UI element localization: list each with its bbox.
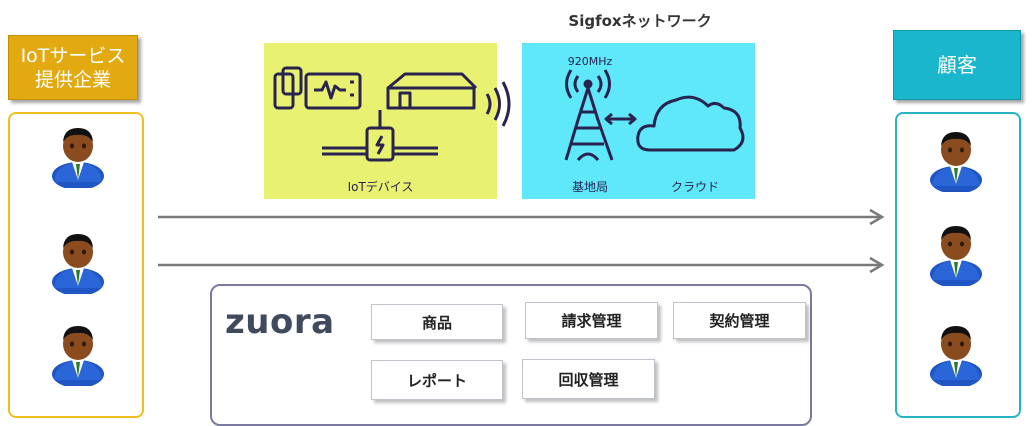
provider-person-icon-1 <box>52 128 104 188</box>
customer-person-icon-2 <box>930 226 982 286</box>
iot-device-panel <box>264 43 497 199</box>
customer-person-icon-3 <box>930 326 982 386</box>
iot-device-label: IoTデバイス <box>347 180 414 194</box>
zuora-logo: zuora <box>225 302 335 342</box>
sigfox-network-title: Sigfoxネットワーク <box>568 12 712 30</box>
module-billing: 請求管理 <box>525 302 658 339</box>
module-product-label: 商品 <box>421 313 452 332</box>
customer-person-icon-1 <box>930 132 982 192</box>
frequency-label: 920MHz <box>567 55 613 68</box>
module-contract: 契約管理 <box>673 302 806 339</box>
customer-header-label: 顧客 <box>937 53 977 77</box>
arrowhead-2 <box>869 256 885 274</box>
customer-header: 顧客 <box>893 30 1021 100</box>
module-product: 商品 <box>371 304 503 340</box>
provider-header: IoTサービス 提供企業 <box>8 35 138 100</box>
module-report: レポート <box>371 360 503 400</box>
provider-person-icon-2 <box>52 234 104 294</box>
module-collection: 回収管理 <box>522 359 655 399</box>
module-billing-label: 請求管理 <box>561 312 622 330</box>
base-station-label: 基地局 <box>571 180 608 194</box>
provider-person-icon-3 <box>52 326 104 386</box>
arrowhead-1 <box>869 208 885 226</box>
module-collection-label: 回収管理 <box>558 370 619 389</box>
cloud-label: クラウド <box>670 180 719 194</box>
module-report-label: レポート <box>406 371 467 390</box>
module-contract-label: 契約管理 <box>709 312 770 330</box>
provider-header-label: IoTサービス 提供企業 <box>20 44 126 91</box>
